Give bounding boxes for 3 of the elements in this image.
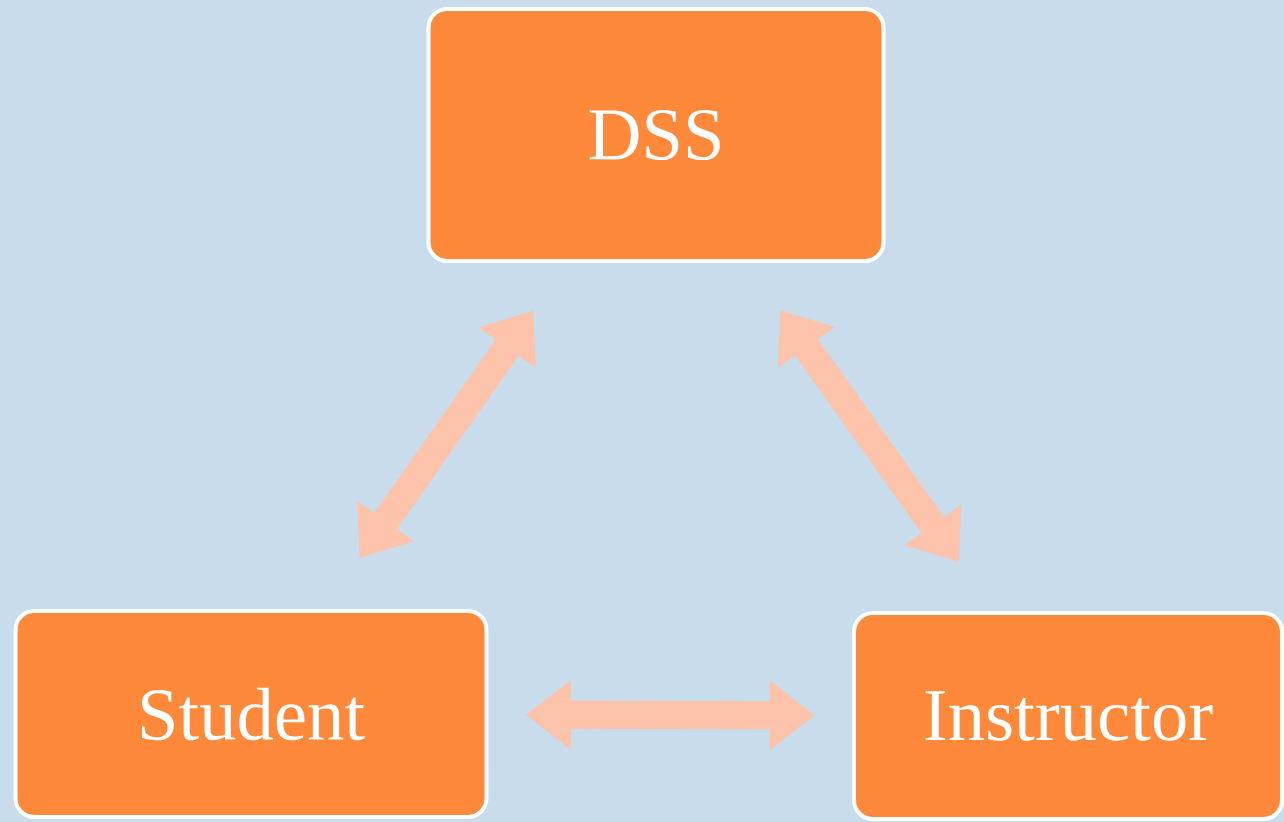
- process-box: DSS: [426, 7, 886, 263]
- process-box: Instructor: [852, 611, 1284, 821]
- process-box: Student: [13, 609, 489, 819]
